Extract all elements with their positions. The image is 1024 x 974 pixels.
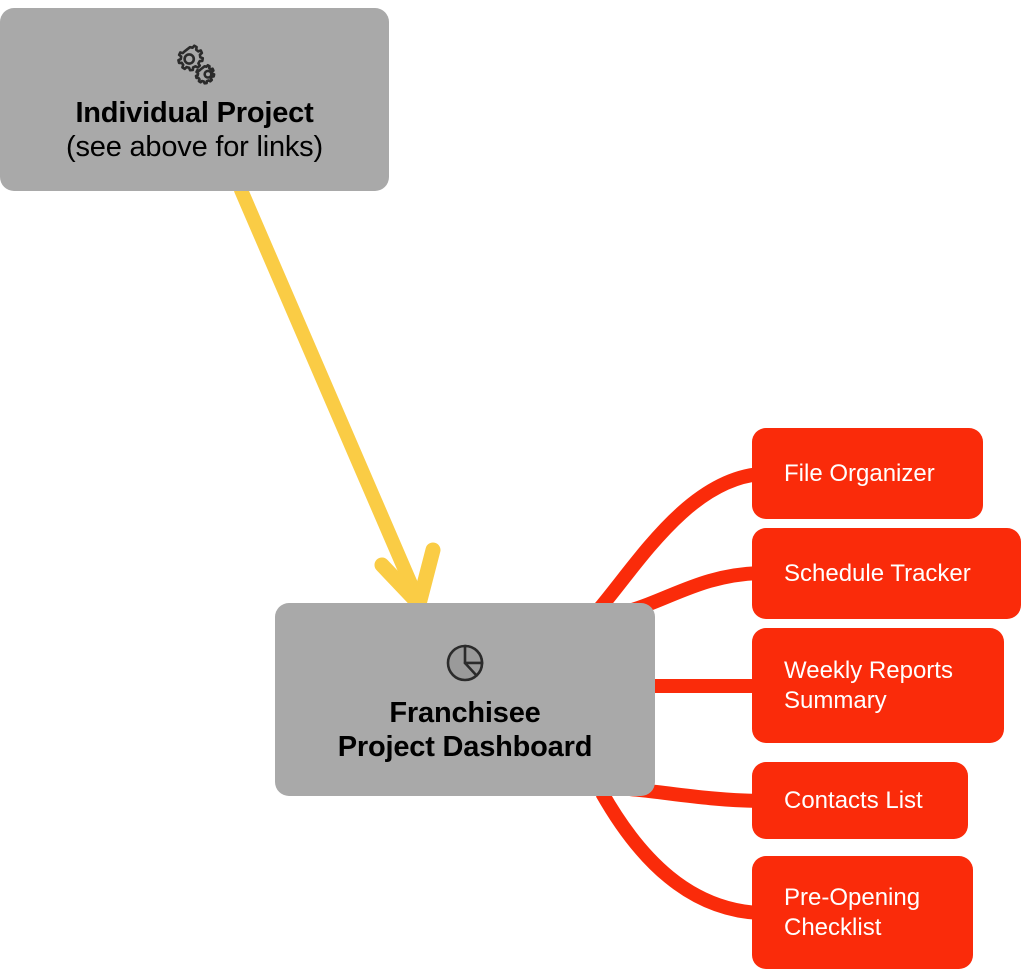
node-file-organizer[interactable]: File Organizer <box>752 428 983 519</box>
edge-dashboard-to-file-organizer <box>594 467 761 613</box>
node-dashboard-title-line1: Franchisee <box>389 696 541 729</box>
node-dashboard-title-line2: Project Dashboard <box>337 730 593 763</box>
node-schedule-tracker-label: Schedule Tracker <box>784 559 971 587</box>
node-individual-project-title: Individual Project <box>75 96 314 129</box>
node-schedule-tracker[interactable]: Schedule Tracker <box>752 528 1021 619</box>
arrow-individual-project-to-dashboard <box>234 183 441 612</box>
node-file-organizer-label: File Organizer <box>784 459 935 487</box>
node-pre-opening-checklist-label: Pre-Opening Checklist <box>784 884 921 941</box>
node-individual-project-subtitle: (see above for links) <box>66 130 323 163</box>
pie-chart-icon <box>443 641 487 685</box>
node-contacts-list[interactable]: Contacts List <box>752 762 968 839</box>
arrow-head-icon <box>374 542 441 612</box>
node-contacts-list-label: Contacts List <box>784 786 923 814</box>
edge-dashboard-to-pre-opening <box>595 789 761 920</box>
node-weekly-reports-summary[interactable]: Weekly Reports Summary <box>752 628 1004 743</box>
arrow-shaft-icon <box>234 183 424 605</box>
node-individual-project[interactable]: Individual Project (see above for links) <box>0 8 389 191</box>
node-pre-opening-checklist[interactable]: Pre-Opening Checklist <box>752 856 973 969</box>
node-weekly-reports-summary-label: Weekly Reports Summary <box>784 657 953 714</box>
gears-icon <box>171 43 219 87</box>
node-franchisee-project-dashboard[interactable]: Franchisee Project Dashboard <box>275 603 655 796</box>
